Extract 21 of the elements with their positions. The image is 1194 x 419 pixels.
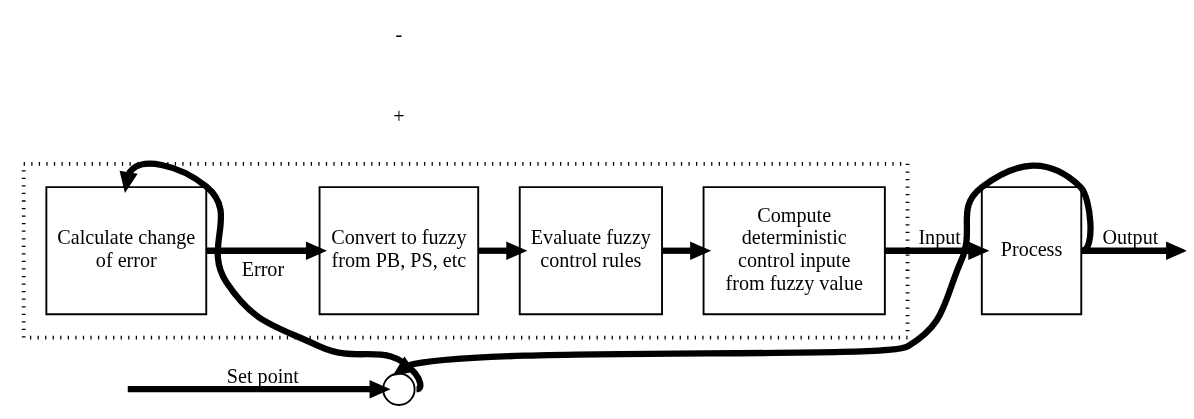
edge-label: Input	[918, 226, 961, 249]
node-box: Compute deterministic control inpute from fuzzy value	[702, 186, 886, 316]
cluster	[21, 161, 910, 340]
edge-label: Set point	[226, 364, 299, 387]
arrow	[1081, 241, 1186, 260]
node-box: Evaluate fuzzy control rules	[518, 186, 663, 316]
arrow	[392, 162, 1094, 377]
arrow	[127, 380, 391, 399]
arrow	[478, 241, 528, 260]
node-circle	[382, 372, 416, 406]
label: +	[393, 105, 405, 128]
arrow	[662, 241, 712, 260]
label: -	[395, 23, 403, 46]
edge-label: Output	[1102, 226, 1159, 249]
node-box: Process	[980, 186, 1083, 316]
edge-label: Error	[241, 257, 285, 280]
arrow	[119, 160, 424, 392]
arrow	[884, 241, 990, 260]
arrow	[206, 241, 327, 260]
node-box: Calculate change of error	[45, 186, 208, 316]
node-box: Convert to fuzzy from PB, PS, etc	[318, 186, 480, 316]
